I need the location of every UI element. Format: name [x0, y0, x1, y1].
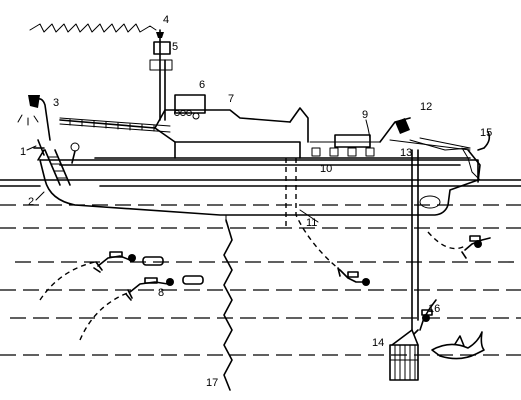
callout-8: 8 [158, 287, 164, 299]
callout-3: 3 [53, 97, 59, 109]
diver-right [461, 235, 491, 259]
callout-12: 12 [420, 101, 432, 113]
callout-10: 10 [320, 163, 332, 175]
callout-labels: 1 2 3 4 5 6 7 8 9 10 11 12 13 14 15 16 1… [20, 14, 492, 389]
callout-6: 6 [199, 79, 205, 91]
callout-14: 14 [372, 337, 384, 349]
diver-middle [337, 267, 370, 286]
leader-lines [26, 119, 369, 223]
dive-hoses [285, 158, 341, 271]
callout-15: 15 [480, 127, 492, 139]
callout-13: 13 [400, 147, 412, 159]
callout-2: 2 [28, 196, 34, 208]
stern-davit [17, 95, 80, 186]
boat-cabin [59, 94, 381, 159]
anchor-line [223, 219, 233, 391]
callout-9: 9 [362, 109, 368, 121]
shark [431, 331, 485, 360]
boat-mast [149, 29, 173, 121]
callout-5: 5 [172, 41, 178, 53]
underwater-lines [0, 204, 521, 356]
diver-pair-upper [93, 251, 164, 273]
water-surface [0, 179, 521, 187]
diver-pair-lower [125, 275, 204, 301]
callout-7: 7 [228, 93, 234, 105]
boat-railing [59, 117, 471, 151]
shark-cage [389, 149, 419, 381]
diver-at-cage [413, 299, 437, 335]
bow-structure [367, 117, 491, 183]
callout-11: 11 [306, 217, 317, 229]
diver-umbilicals [39, 231, 466, 341]
callout-4: 4 [163, 14, 169, 26]
callout-17: 17 [206, 377, 218, 389]
callout-16: 16 [428, 303, 440, 315]
boat-hull [39, 157, 479, 223]
callout-1: 1 [20, 146, 26, 158]
radio-signal-zigzag [29, 23, 157, 33]
